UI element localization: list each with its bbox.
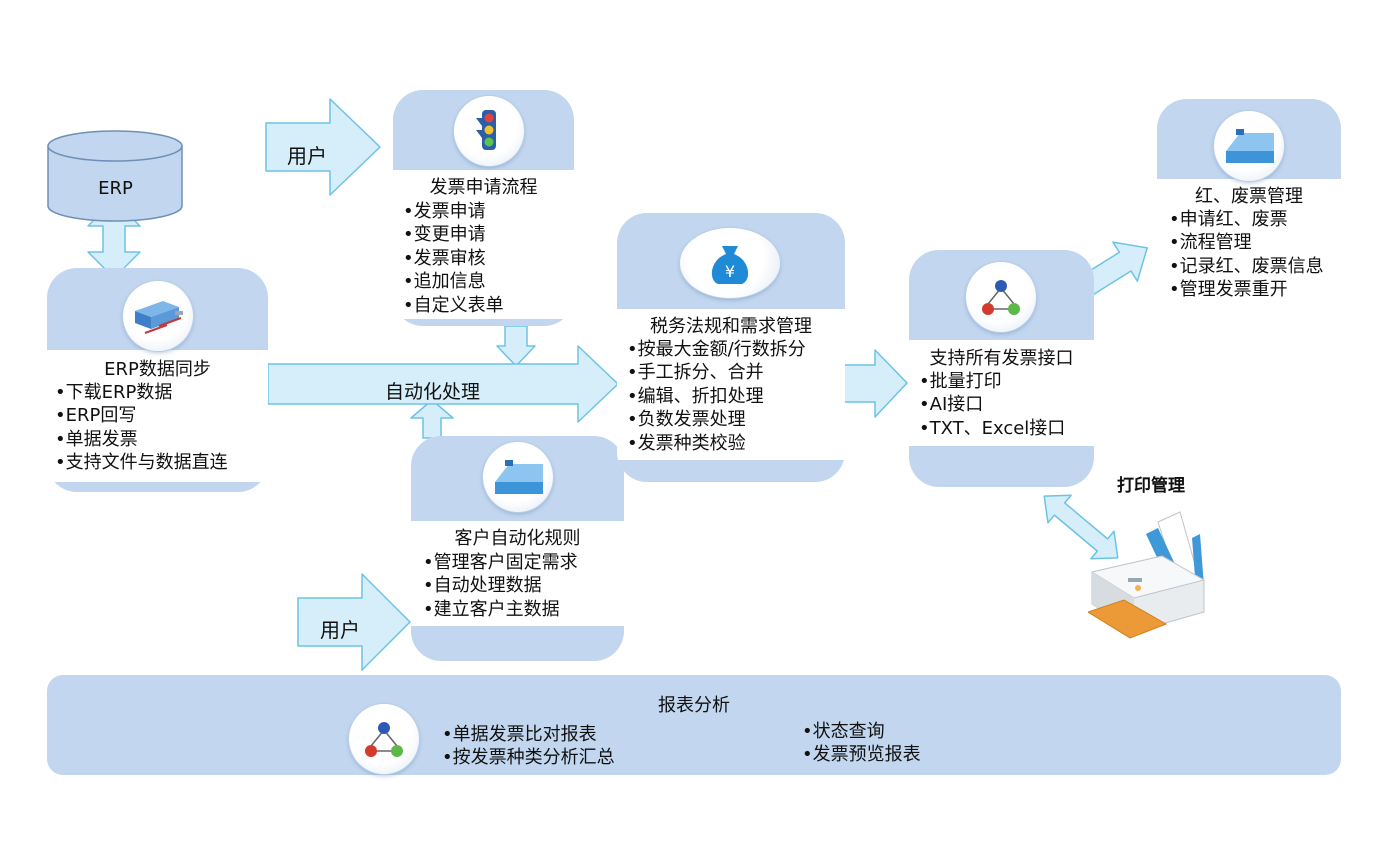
user-top-arrow xyxy=(265,98,381,196)
invoice-apply-card: 发票申请流程 发票申请 变更申请 发票审核 追加信息 自定义表单 xyxy=(393,90,574,326)
report-panel: 报表分析 单据发票比对报表 按发票种类分析汇总 状态查询 发票预览报表 xyxy=(47,675,1341,775)
up-arrow-small xyxy=(410,399,454,439)
list-item: TXT、Excel接口 xyxy=(919,417,1066,440)
list-item: 单据发票 xyxy=(55,428,228,451)
list-item: 状态查询 xyxy=(802,720,921,743)
erp-label: ERP xyxy=(98,178,133,199)
erp-sync-card: ERP数据同步 下载ERP数据 ERP回写 单据发票 支持文件与数据直连 xyxy=(47,268,268,492)
printer-icon xyxy=(1086,508,1208,648)
invoice-apply-list: 发票申请 变更申请 发票审核 追加信息 自定义表单 xyxy=(403,200,504,317)
list-item: 发票审核 xyxy=(403,247,504,270)
list-item: 变更申请 xyxy=(403,223,504,246)
list-item: 记录红、废票信息 xyxy=(1169,255,1324,278)
erp-sync-list: 下载ERP数据 ERP回写 单据发票 支持文件与数据直连 xyxy=(55,381,228,475)
list-item: 自动处理数据 xyxy=(423,574,578,597)
hierarchy-icon xyxy=(349,704,419,774)
down-arrow-small xyxy=(496,325,536,367)
box-icon xyxy=(1214,111,1284,181)
list-item: 负数发票处理 xyxy=(627,408,806,431)
list-item: 建立客户主数据 xyxy=(423,598,578,621)
list-item: 发票申请 xyxy=(403,200,504,223)
printer-double-arrow xyxy=(1043,494,1119,560)
list-item: 单据发票比对报表 xyxy=(442,723,615,746)
auto-process-arrow xyxy=(267,345,619,423)
list-item: 按发票种类分析汇总 xyxy=(442,746,615,769)
money-bag-icon: ¥ xyxy=(680,228,780,298)
red-void-title: 红、废票管理 xyxy=(1195,186,1303,207)
list-item: 自定义表单 xyxy=(403,294,504,317)
user-bottom-arrow xyxy=(297,573,411,671)
red-void-list: 申请红、废票 流程管理 记录红、废票信息 管理发票重开 xyxy=(1169,208,1324,299)
customer-rules-list: 管理客户固定需求 自动处理数据 建立客户主数据 xyxy=(423,551,578,621)
customer-rules-title: 客户自动化规则 xyxy=(454,528,581,549)
list-item: 管理发票重开 xyxy=(1169,278,1324,299)
list-item: 流程管理 xyxy=(1169,231,1324,254)
tax-rules-card: ¥ 税务法规和需求管理 按最大金额/行数拆分 手工拆分、合并 编辑、折扣处理 负… xyxy=(617,213,845,482)
customer-rules-card: 客户自动化规则 管理客户固定需求 自动处理数据 建立客户主数据 xyxy=(411,436,624,661)
list-item: 申请红、废票 xyxy=(1169,208,1324,231)
tax-rules-title: 税务法规和需求管理 xyxy=(650,316,812,337)
red-void-card: 红、废票管理 申请红、废票 流程管理 记录红、废票信息 管理发票重开 xyxy=(1157,99,1341,299)
interfaces-card: 支持所有发票接口 批量打印 AI接口 TXT、Excel接口 xyxy=(909,250,1094,487)
list-item: 管理客户固定需求 xyxy=(423,551,578,574)
list-item: 下载ERP数据 xyxy=(55,381,228,404)
hierarchy-icon xyxy=(966,262,1036,332)
list-item: AI接口 xyxy=(919,393,1065,416)
box-icon xyxy=(483,442,553,512)
interfaces-list: 批量打印 AI接口 TXT、Excel接口 xyxy=(919,370,1066,440)
svg-text:¥: ¥ xyxy=(725,262,735,281)
erp-sync-title: ERP数据同步 xyxy=(104,359,211,380)
list-item: 追加信息 xyxy=(403,270,504,293)
user-top-label: 用户 xyxy=(287,144,327,168)
database-icon xyxy=(47,130,183,222)
user-bottom-label: 用户 xyxy=(320,618,360,642)
list-item: 发票预览报表 xyxy=(802,743,921,766)
print-management-label: 打印管理 xyxy=(1117,476,1185,496)
tax-rules-list: 按最大金额/行数拆分 手工拆分、合并 编辑、折扣处理 负数发票处理 发票种类校验 xyxy=(627,338,806,455)
list-item: ERP回写 xyxy=(55,404,228,427)
erp-database: ERP xyxy=(47,130,184,222)
auto-process-label: 自动化处理 xyxy=(385,381,481,403)
list-item: 支持文件与数据直连 xyxy=(55,451,228,474)
list-item: 发票种类校验 xyxy=(627,432,806,455)
report-list-1: 单据发票比对报表 按发票种类分析汇总 xyxy=(442,723,615,770)
list-item: 手工拆分、合并 xyxy=(627,361,806,384)
server-icon xyxy=(123,281,193,351)
list-item: 编辑、折扣处理 xyxy=(627,385,806,408)
report-title: 报表分析 xyxy=(658,695,730,716)
report-list-2: 状态查询 发票预览报表 xyxy=(802,720,921,767)
to-redvoid-arrow xyxy=(1076,241,1148,299)
list-item: 批量打印 xyxy=(919,370,1065,393)
interfaces-title: 支持所有发票接口 xyxy=(929,348,1074,369)
to-interfaces-arrow xyxy=(839,349,908,418)
list-item: 按最大金额/行数拆分 xyxy=(627,338,806,361)
traffic-light-icon xyxy=(454,96,524,166)
invoice-apply-title: 发票申请流程 xyxy=(429,177,538,198)
